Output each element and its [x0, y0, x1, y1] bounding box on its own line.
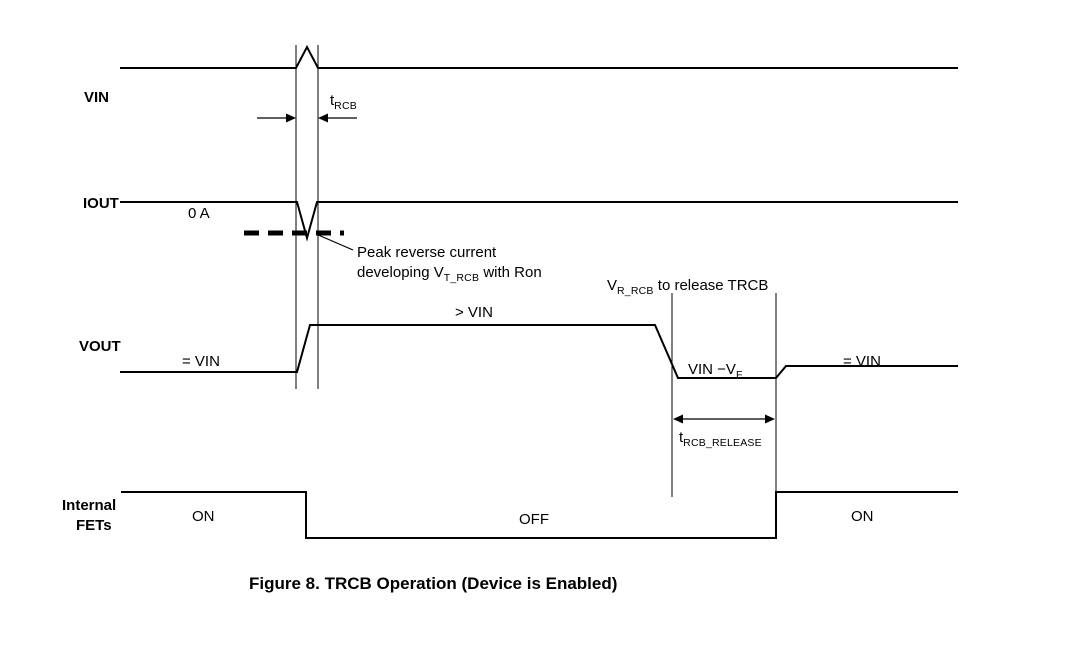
fet-on-left-label: ON	[192, 508, 215, 525]
t-rcb-release-label: tRCB_RELEASE	[679, 428, 762, 451]
vin-minus-vf-pre: VIN −V	[688, 361, 736, 378]
t-rcb-sub: RCB	[334, 100, 357, 112]
t-rcb-release-arrow-left-head	[673, 414, 683, 424]
signal-label-internal: Internal	[62, 497, 117, 514]
figure-caption: Figure 8. TRCB Operation (Device is Enab…	[249, 574, 618, 593]
peak-annotation-line2-post: with Ron	[479, 263, 542, 281]
t-rcb-release-sub: RCB_RELEASE	[683, 437, 762, 449]
t-rcb-release-arrow-right-head	[765, 414, 775, 424]
signal-label-fets: FETs	[76, 517, 112, 534]
vr-rcb-sub: R_RCB	[617, 285, 654, 297]
annotation-leader-line	[315, 233, 354, 251]
signal-label-iout: IOUT	[83, 195, 119, 212]
t-rcb-label: tRCB	[330, 91, 357, 114]
vin-minus-vf-label: VIN −VF	[688, 360, 743, 383]
peak-annotation-line2-pre: developing V	[357, 263, 444, 281]
vr-rcb-post: to release TRCB	[653, 277, 769, 294]
vr-rcb-pre: V	[607, 277, 618, 294]
vin-minus-vf-sub: F	[735, 369, 743, 381]
gt-vin-label: > VIN	[455, 304, 493, 321]
fet-on-right-label: ON	[851, 508, 874, 525]
vr-rcb-release-annotation: VR_RCB to release TRCB	[607, 276, 768, 299]
t-rcb-arrow-left-head	[286, 113, 296, 123]
iout-waveform	[120, 201, 958, 242]
peak-reverse-current-annotation: Peak reverse current developing VT_RCB w…	[357, 243, 542, 285]
t-rcb-release-base: t	[679, 429, 684, 446]
peak-annotation-line2-sub: T_RCB	[443, 271, 480, 284]
eq-vin-right-label: = VIN	[843, 353, 881, 370]
vout-waveform	[120, 324, 958, 379]
vin-waveform	[120, 44, 958, 69]
t-rcb-base: t	[330, 92, 335, 109]
zero-amp-label: 0 A	[188, 205, 210, 222]
t-rcb-arrow-right-head	[318, 113, 328, 123]
peak-annotation-line2: developing VT_RCB with Ron	[357, 263, 542, 286]
fets-waveform	[121, 491, 958, 539]
signal-label-vout: VOUT	[79, 338, 121, 355]
eq-vin-left-label: = VIN	[182, 353, 220, 370]
peak-annotation-line1: Peak reverse current	[357, 244, 497, 261]
signal-label-vin: VIN	[84, 89, 110, 106]
fet-off-label: OFF	[519, 511, 549, 528]
